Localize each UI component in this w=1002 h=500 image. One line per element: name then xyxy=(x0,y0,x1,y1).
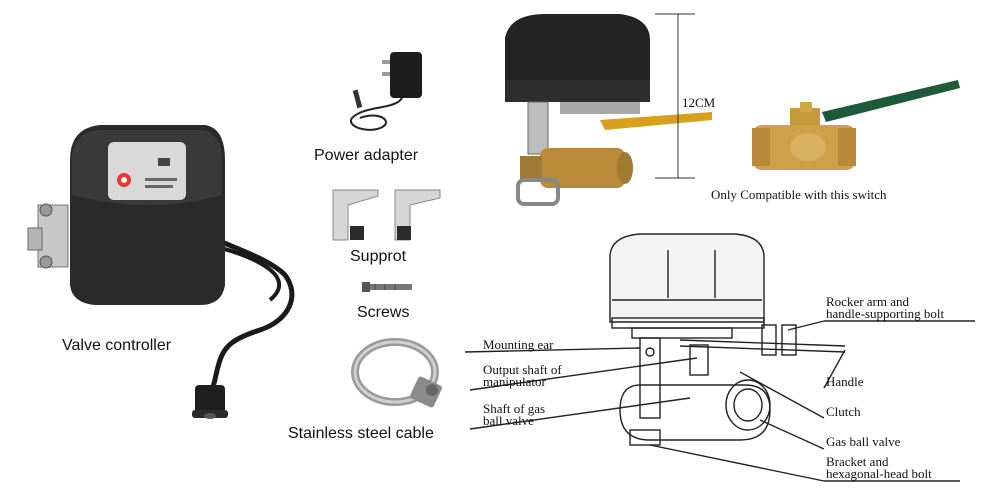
schematic-diagram xyxy=(464,233,975,482)
power-adapter-image xyxy=(349,52,422,131)
cable-label: Stainless steel cable xyxy=(288,425,434,442)
rocker-line2: handle-supporting bolt xyxy=(826,306,945,321)
handle-label: Handle xyxy=(826,374,864,389)
rocker-line1: Rocker arm and xyxy=(826,294,910,309)
support-brackets-image xyxy=(332,189,441,241)
screws-image xyxy=(362,282,412,292)
output-shaft-line2: manipulator xyxy=(483,374,546,389)
bracket-bolt-label: Bracket and hexagonal-head bolt xyxy=(826,454,932,481)
gas-ball-valve-label: Gas ball valve xyxy=(826,434,901,449)
ball-valve-image xyxy=(752,80,960,170)
rocker-arm-label: Rocker arm and handle-supporting bolt xyxy=(826,294,945,321)
output-shaft-label: Output shaft of manipulator xyxy=(483,362,562,389)
hose-clamp-image xyxy=(351,338,442,408)
shaft-gas-line1: Shaft of gas xyxy=(483,401,546,416)
bracket-line1: Bracket and xyxy=(826,454,889,469)
height-dimension-marker xyxy=(655,13,695,179)
compatibility-note: Only Compatible with this switch xyxy=(711,187,887,202)
output-shaft-line1: Output shaft of xyxy=(483,362,562,377)
valve-controller-label: Valve controller xyxy=(62,337,172,354)
height-dimension-label: 12CM xyxy=(682,95,716,110)
mounting-ear-label: Mounting ear xyxy=(483,337,554,352)
power-adapter-label: Power adapter xyxy=(314,147,419,164)
bracket-line2: hexagonal-head bolt xyxy=(826,466,932,481)
screws-label: Screws xyxy=(357,304,410,321)
valve-controller-image xyxy=(27,125,295,419)
shaft-gas-line2: ball valve xyxy=(483,413,534,428)
support-label: Supprot xyxy=(350,248,407,265)
clutch-label: Clutch xyxy=(826,404,861,419)
controller-on-valve-image xyxy=(505,14,712,206)
shaft-gas-valve-label: Shaft of gas ball valve xyxy=(483,401,546,428)
